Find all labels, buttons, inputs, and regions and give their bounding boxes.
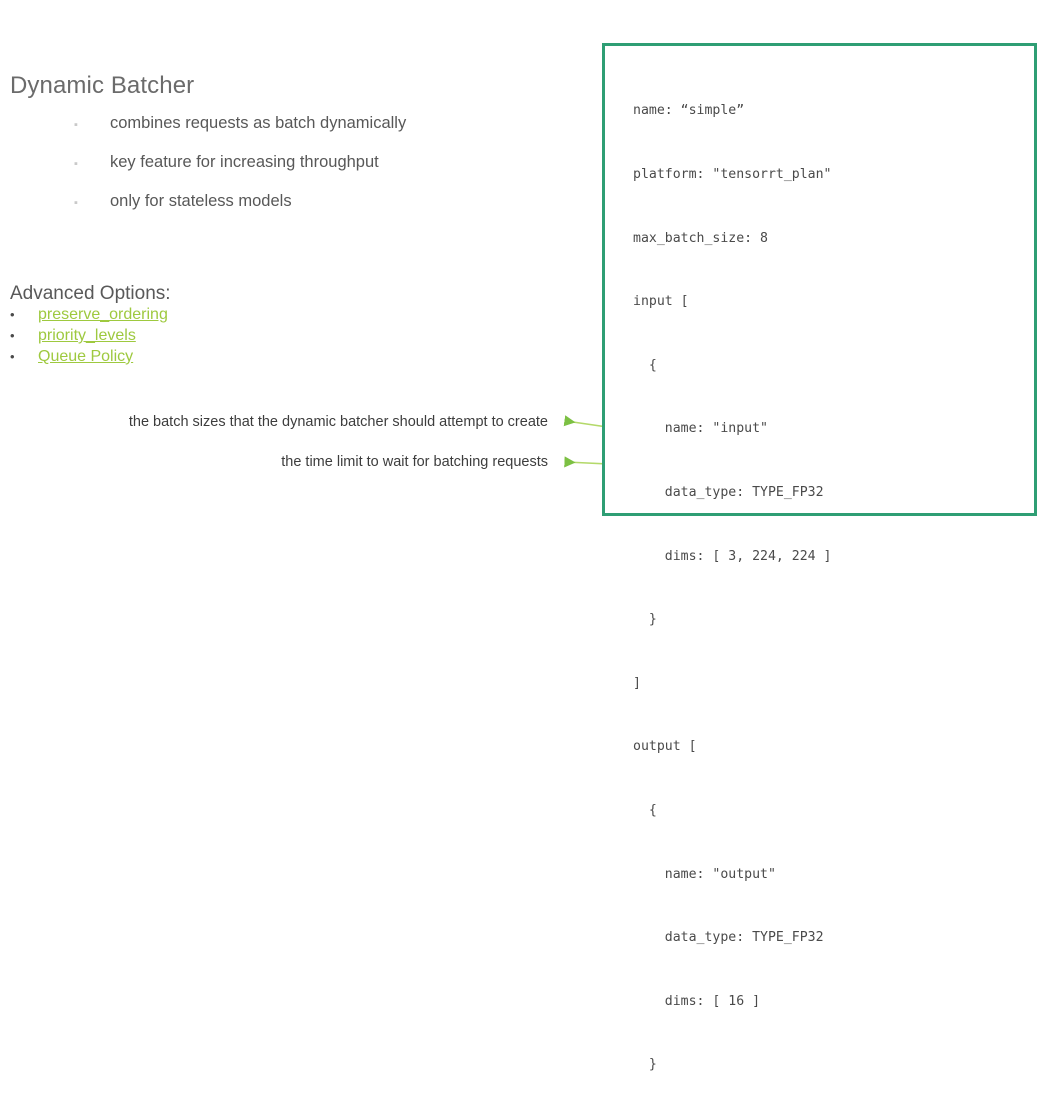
bullet-icon: • (10, 349, 15, 364)
annotation-preferred-batch-size: the batch sizes that the dynamic batcher… (128, 414, 548, 430)
code-line: dims: [ 16 ] (633, 993, 761, 1009)
code-line: name: "input" (633, 421, 768, 437)
code-line: output [ (633, 739, 697, 755)
annotation-max-queue-delay: the time limit to wait for batching requ… (281, 454, 548, 470)
code-line: data_type: TYPE_FP32 (633, 930, 824, 946)
code-block: name: “simple” platform: "tensorrt_plan"… (633, 58, 911, 1116)
list-item: • preserve_ordering (10, 306, 310, 327)
bullet-icon: ▪ (74, 158, 78, 170)
link-queue-policy[interactable]: Queue Policy (38, 348, 134, 365)
link-preserve-ordering[interactable]: preserve_ordering (38, 306, 168, 323)
code-line: input [ (633, 294, 689, 310)
code-line: data_type: TYPE_FP32 (633, 484, 824, 500)
code-line: max_batch_size: 8 (633, 230, 768, 246)
advanced-options-list: • preserve_ordering • priority_levels • … (10, 306, 310, 369)
list-item: ▪ combines requests as batch dynamically (74, 114, 544, 153)
code-line: { (633, 357, 657, 373)
code-line: name: "output" (633, 866, 776, 882)
bullet-icon: • (10, 307, 15, 322)
list-item-label: key feature for increasing throughput (110, 153, 379, 171)
list-item: ▪ key feature for increasing throughput (74, 153, 544, 192)
model-config-code-panel: name: “simple” platform: "tensorrt_plan"… (602, 43, 1037, 1072)
advanced-options-heading: Advanced Options: (10, 283, 171, 304)
code-line: ] (633, 675, 641, 691)
feature-list: ▪ combines requests as batch dynamically… (74, 114, 544, 231)
list-item: • priority_levels (10, 327, 310, 348)
code-line: { (633, 802, 657, 818)
bullet-icon: ▪ (74, 197, 78, 209)
code-line: name: “simple” (633, 103, 745, 119)
page-title: Dynamic Batcher (10, 72, 195, 99)
list-item: • Queue Policy (10, 348, 310, 369)
bullet-icon: • (10, 328, 15, 343)
bullet-icon: ▪ (74, 119, 78, 131)
list-item-label: only for stateless models (110, 192, 292, 210)
code-line: platform: "tensorrt_plan" (633, 167, 832, 182)
link-priority-levels[interactable]: priority_levels (38, 327, 136, 344)
list-item: ▪ only for stateless models (74, 192, 544, 231)
list-item-label: combines requests as batch dynamically (110, 114, 407, 132)
code-line: } (633, 612, 657, 628)
code-line: } (633, 1057, 657, 1073)
code-line: dims: [ 3, 224, 224 ] (633, 548, 832, 564)
